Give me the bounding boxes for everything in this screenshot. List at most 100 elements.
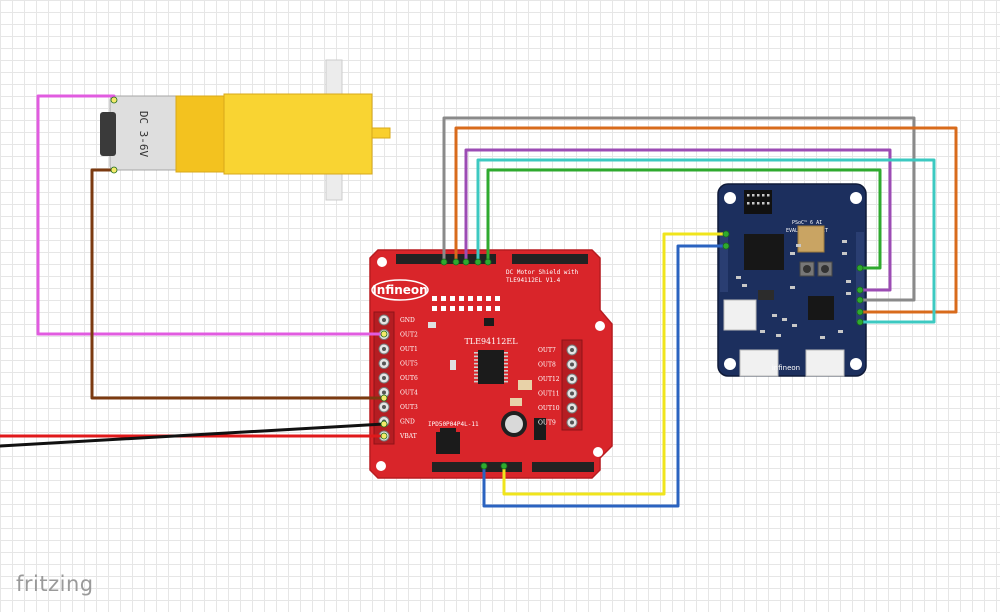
jumper-pad [486,296,491,301]
jumper-pad [468,306,473,311]
wire-brown[interactable] [90,168,386,400]
small-ic [758,290,774,300]
main-mcu [744,234,784,270]
debug-pin [752,194,755,197]
screw-terminal-center [570,391,574,396]
top-header-left[interactable] [396,254,496,264]
wire-end[interactable] [856,296,864,304]
smd-component [846,292,851,295]
wire-end[interactable] [452,258,460,266]
screw-terminal-center [382,390,386,395]
bottom-header-left[interactable] [432,462,522,472]
screw-terminal-center [570,362,574,367]
wire-green[interactable] [486,168,882,270]
wire-end[interactable] [380,330,388,338]
wire-orange[interactable] [454,126,958,314]
jumper-pad-grid [432,296,500,311]
wire-end[interactable] [480,462,488,470]
regulator-chip [436,432,460,454]
wire-black[interactable] [0,422,386,448]
mount-hole [595,321,605,331]
screw-terminal-center [382,405,386,409]
chip-leg [474,355,478,358]
smd-component [776,334,781,337]
jumper-pad [450,306,455,311]
wire-end[interactable] [722,230,730,238]
wire-end[interactable] [722,242,730,250]
usb-connector-left[interactable] [739,349,779,377]
mount-hole [377,257,387,267]
wire-gray[interactable] [442,116,916,302]
motor-gearbox-front [175,95,227,173]
motor-shield-board[interactable]: Infineon DC Motor Shield with TLE94112EL… [369,249,613,479]
wire-end[interactable] [380,420,388,428]
usb-connector-right[interactable] [805,349,845,377]
chip-leg [504,380,508,383]
left-pin-label: OUT4 [400,390,418,397]
evaluation-board[interactable]: PSoC™ 6 AI EVALUATION KIT infineon [717,183,867,377]
right-pin-label: OUT8 [538,362,556,369]
chip-leg [474,373,478,376]
shield-title-line1: DC Motor Shield with [506,269,579,276]
left-pin-label: OUT2 [400,332,418,339]
wire-end[interactable] [856,318,864,326]
wire-end[interactable] [484,258,492,266]
debug-header-pins [747,194,770,205]
bottom-header-right[interactable] [532,462,594,472]
chip-leg [474,362,478,365]
shield-brand-logo: Infineon [372,283,427,297]
wire-end[interactable] [110,96,118,104]
left-pin-label: GND [400,317,415,324]
smd-component [790,286,795,289]
screw-terminal-center [382,361,386,366]
wire-end[interactable] [110,166,118,174]
chip-leg [504,370,508,372]
jumper-pad [432,306,437,311]
chip-leg [504,377,508,379]
wire-end-caps [110,96,864,470]
driver-chip-label: TLE94112EL [464,337,518,346]
chip-leg [474,377,478,379]
wire-blue[interactable] [482,244,728,508]
wire-end[interactable] [380,432,388,440]
smd-component [846,280,851,283]
right-pin-label: OUT12 [538,376,560,383]
wire-purple[interactable] [464,148,892,292]
eval-small-components [736,240,851,339]
smd-component [838,330,843,333]
dc-motor[interactable]: DC 3-6V [100,59,391,201]
jumper-pad [477,296,482,301]
mount-hole [850,358,862,370]
screw-terminal-center [382,347,386,351]
right-pin-label: OUT9 [538,420,556,427]
wire-end[interactable] [500,462,508,470]
wire-end[interactable] [380,394,388,402]
wire-end[interactable] [856,308,864,316]
push-button-cap[interactable] [821,265,829,273]
chip-leg [504,352,508,354]
debug-pin [747,194,750,197]
chip-leg [504,366,508,368]
smd-component [742,284,747,287]
chip-leg [474,366,478,368]
wire-end[interactable] [856,286,864,294]
wire-end[interactable] [474,258,482,266]
wire-yellow[interactable] [502,232,728,496]
push-button-cap[interactable] [803,265,811,273]
wire-end[interactable] [462,258,470,266]
wire-end[interactable] [440,258,448,266]
right-terminals [566,344,578,428]
mount-hole [724,192,736,204]
mount-hole [593,447,603,457]
debug-pin [757,202,760,205]
wire-end[interactable] [856,264,864,272]
smd-diode [534,418,546,440]
sensor-chip [808,296,834,320]
battery-connector[interactable] [723,299,757,331]
top-header-right[interactable] [512,254,588,264]
shield-logo-ring [371,279,429,301]
smd-component [782,318,787,321]
screw-terminal-center [382,376,386,380]
wire-cyan[interactable] [476,158,936,324]
chip-leg [474,359,478,361]
